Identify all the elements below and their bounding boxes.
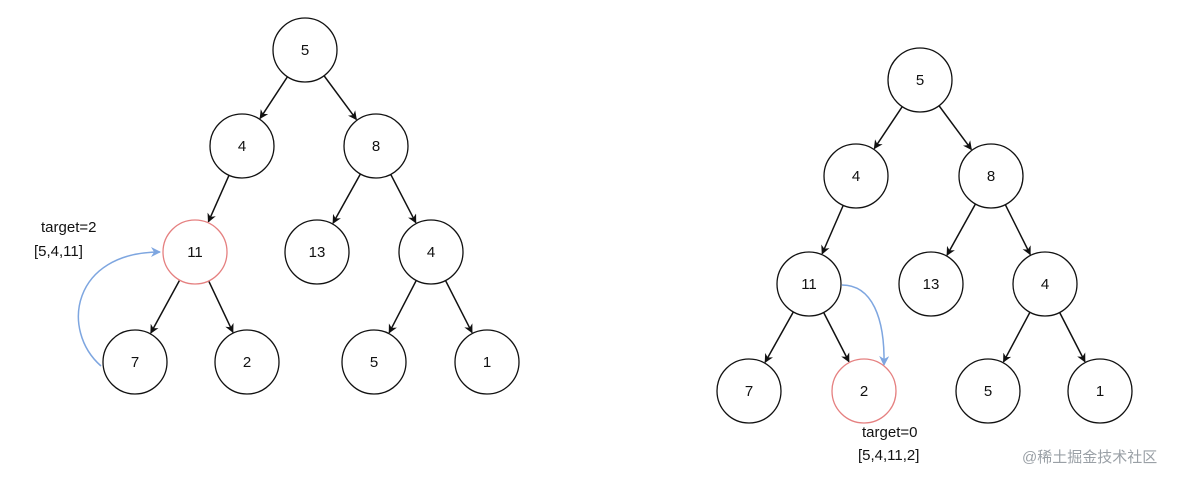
right-tree-node-llr: 2	[831, 358, 897, 424]
right-tree-node-circle	[958, 143, 1024, 209]
left-tree-node-label: 2	[243, 354, 251, 371]
left-tree-path-label: [5,4,11]	[34, 243, 83, 260]
right-tree-node-rl: 13	[898, 251, 964, 317]
right-tree: 5 4 8 11 13 4 7 2 5 1 target=0 [5,4,11,2]	[716, 47, 1133, 464]
right-tree-node-l: 4	[823, 143, 889, 209]
left-tree-node-ll: 11	[162, 219, 228, 285]
right-tree-node-label: 7	[745, 383, 753, 400]
left-tree-node-lll: 7	[102, 329, 168, 395]
left-tree-node-label: 4	[427, 244, 435, 261]
right-tree-node-label: 1	[1096, 383, 1104, 400]
left-tree-node-l: 4	[209, 113, 275, 179]
right-tree-node-lll: 7	[716, 358, 782, 424]
right-tree-node-circle	[716, 358, 782, 424]
watermark: @稀土掘金技术社区	[1022, 449, 1157, 466]
right-tree-node-circle	[887, 47, 953, 113]
left-tree-node-rl: 13	[284, 219, 350, 285]
left-tree-node-label: 7	[131, 354, 139, 371]
right-tree-node-circle	[955, 358, 1021, 424]
right-tree-nodes: 5 4 8 11 13 4 7 2 5 1	[716, 47, 1133, 424]
right-tree-node-label: 5	[916, 72, 924, 89]
left-tree-node-circle	[102, 329, 168, 395]
right-tree-node-ll: 11	[776, 251, 842, 317]
left-tree-node-circle	[162, 219, 228, 285]
right-tree-node-circle	[776, 251, 842, 317]
left-tree-node-rr: 4	[398, 219, 464, 285]
left-tree-node-circle	[341, 329, 407, 395]
right-tree-node-label: 5	[984, 383, 992, 400]
right-tree-node-rrr: 1	[1067, 358, 1133, 424]
left-tree-node-rrl: 5	[341, 329, 407, 395]
left-tree-node-label: 5	[301, 42, 309, 59]
left-tree-node-circle	[209, 113, 275, 179]
left-tree-node-llr: 2	[214, 329, 280, 395]
right-tree-path-label: [5,4,11,2]	[858, 447, 919, 464]
right-tree-node-rr: 4	[1012, 251, 1078, 317]
left-tree-node-rrr: 1	[454, 329, 520, 395]
left-tree-node-label: 4	[238, 138, 246, 155]
right-tree-node-label: 4	[1041, 276, 1049, 293]
right-tree-node-label: 11	[801, 276, 817, 293]
right-tree-edges	[764, 79, 1086, 364]
left-tree-edges	[150, 49, 473, 334]
left-tree-node-root: 5	[272, 17, 338, 83]
left-tree-node-label: 5	[370, 354, 378, 371]
right-tree-node-label: 4	[852, 168, 860, 185]
left-tree-node-r: 8	[343, 113, 409, 179]
right-tree-node-root: 5	[887, 47, 953, 113]
left-tree-node-label: 1	[483, 354, 491, 371]
left-tree-nodes: 5 4 8 11 13 4 7 2 5 1	[102, 17, 520, 395]
right-tree-node-circle	[1067, 358, 1133, 424]
right-tree-node-label: 13	[923, 276, 940, 293]
right-tree-node-circle	[1012, 251, 1078, 317]
left-tree-node-circle	[272, 17, 338, 83]
left-tree-node-circle	[343, 113, 409, 179]
right-tree-node-circle	[823, 143, 889, 209]
left-tree-node-label: 8	[372, 138, 380, 155]
left-tree-node-label: 13	[309, 244, 326, 261]
right-tree-node-label: 2	[860, 383, 868, 400]
right-tree-node-rrl: 5	[955, 358, 1021, 424]
right-tree-path-arrow	[841, 284, 890, 366]
right-tree-target-label: target=0	[862, 424, 917, 441]
left-tree-node-label: 11	[187, 244, 203, 261]
left-tree-path-arrow	[77, 247, 161, 367]
left-tree-node-circle	[284, 219, 350, 285]
right-tree-node-circle	[831, 358, 897, 424]
left-tree-node-circle	[398, 219, 464, 285]
left-tree: 5 4 8 11 13 4 7 2 5 1 target=2 [5,4,11]	[34, 17, 520, 395]
right-tree-node-r: 8	[958, 143, 1024, 209]
left-tree-node-circle	[454, 329, 520, 395]
right-tree-node-label: 8	[987, 168, 995, 185]
right-tree-node-circle	[898, 251, 964, 317]
left-tree-target-label: target=2	[41, 219, 96, 236]
left-tree-node-circle	[214, 329, 280, 395]
